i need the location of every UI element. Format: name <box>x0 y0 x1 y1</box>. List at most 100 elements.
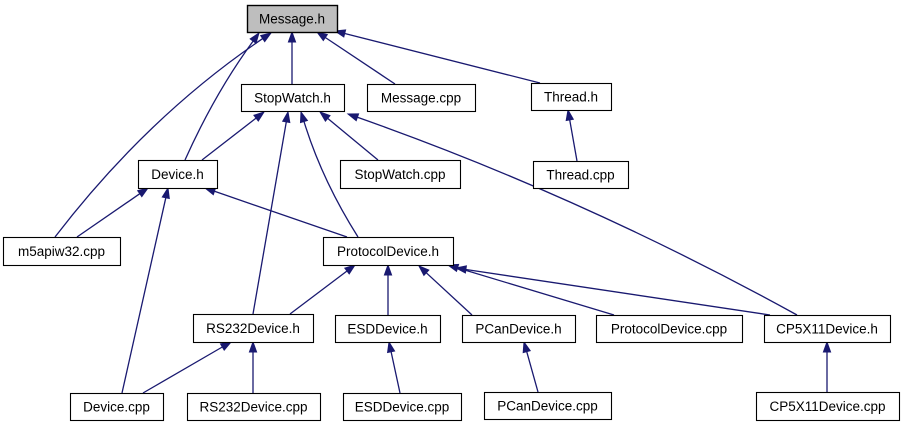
edge-message-cpp-to-message-h <box>324 36 396 85</box>
node-box-rs232device-cpp[interactable] <box>186 392 322 422</box>
edges-layer <box>54 29 832 394</box>
edge-rs232device-h-to-stopwatch-h <box>252 121 287 315</box>
arrowhead-pcandevice-cpp-to-pcandevice-h <box>522 340 532 354</box>
node-box-stopwatch-h[interactable] <box>240 83 346 113</box>
arrowhead-device-h-to-message-h <box>249 31 260 45</box>
edge-protocoldevice-h-to-stopwatch-h <box>303 121 359 238</box>
arrowhead-m5apiw32-cpp-to-message-h <box>259 32 273 43</box>
node-device-h[interactable]: Device.h <box>137 159 219 190</box>
node-pcandevice-h[interactable]: PCanDevice.h <box>461 314 577 344</box>
arrowhead-protocoldevice-h-to-stopwatch-h <box>299 110 309 124</box>
node-label-message-cpp: Message.cpp <box>381 90 461 105</box>
arrowhead-device-h-to-stopwatch-h <box>253 111 266 122</box>
arrowhead-rs232device-h-to-protocoldevice-h <box>343 264 357 275</box>
node-label-message-h: Message.h <box>259 11 325 26</box>
edge-esddevice-cpp-to-esddevice-h <box>390 351 401 394</box>
node-label-esddevice-cpp: ESDDevice.cpp <box>355 399 450 414</box>
arrowhead-esddevice-cpp-to-esddevice-h <box>387 340 396 354</box>
node-box-rs232device-h[interactable] <box>192 313 315 344</box>
node-label-rs232device-cpp: RS232Device.cpp <box>199 399 307 414</box>
node-label-m5apiw32-cpp: m5apiw32.cpp <box>18 244 105 259</box>
node-stopwatch-h[interactable]: StopWatch.h <box>240 83 346 113</box>
edge-protocoldevice-h-to-device-h <box>214 190 348 238</box>
node-box-device-h[interactable] <box>137 159 219 190</box>
node-label-thread-h: Thread.h <box>544 89 598 104</box>
node-label-cp5x11device-h: CP5X11Device.h <box>776 321 878 336</box>
arrowhead-cp5x11device-h-to-protocoldevice-h <box>454 265 467 274</box>
node-label-device-h: Device.h <box>151 167 204 182</box>
node-box-message-cpp[interactable] <box>366 83 477 113</box>
arrowhead-device-cpp-to-rs232device-h <box>219 341 233 351</box>
node-rs232device-cpp[interactable]: RS232Device.cpp <box>186 392 322 422</box>
node-m5apiw32-cpp[interactable]: m5apiw32.cpp <box>2 236 122 267</box>
node-label-device-cpp: Device.cpp <box>83 399 150 414</box>
node-label-protocoldevice-h: ProtocolDevice.h <box>337 244 439 259</box>
node-label-pcandevice-cpp: PCanDevice.cpp <box>497 398 598 413</box>
edge-stopwatch-cpp-to-stopwatch-h <box>327 117 379 161</box>
edge-device-h-to-stopwatch-h <box>201 117 257 161</box>
arrowhead-pcandevice-h-to-protocoldevice-h <box>417 265 430 277</box>
node-box-pcandevice-cpp[interactable] <box>483 391 613 421</box>
node-box-message-h[interactable] <box>246 4 339 34</box>
node-box-esddevice-cpp[interactable] <box>342 392 463 422</box>
node-message-h[interactable]: Message.h <box>246 4 339 34</box>
edge-device-cpp-to-device-h <box>121 197 167 394</box>
node-box-thread-h[interactable] <box>530 82 613 112</box>
node-box-thread-cpp[interactable] <box>532 160 630 190</box>
arrowhead-rs232device-h-to-stopwatch-h <box>281 110 291 124</box>
node-label-rs232device-h: RS232Device.h <box>206 321 300 336</box>
node-box-protocoldevice-cpp[interactable] <box>595 314 744 344</box>
arrowhead-stopwatch-h-to-message-h <box>287 30 297 43</box>
edge-thread-h-to-message-h <box>344 32 541 84</box>
edge-thread-cpp-to-thread-h <box>569 119 578 162</box>
node-message-cpp[interactable]: Message.cpp <box>366 83 477 113</box>
arrowhead-cp5x11device-cpp-to-cp5x11device-h <box>822 340 832 353</box>
node-label-esddevice-h: ESDDevice.h <box>347 321 427 336</box>
node-protocoldevice-cpp[interactable]: ProtocolDevice.cpp <box>595 314 744 344</box>
edge-pcandevice-cpp-to-pcandevice-h <box>526 351 539 393</box>
node-thread-h[interactable]: Thread.h <box>530 82 613 112</box>
edge-m5apiw32-cpp-to-message-h <box>54 38 264 238</box>
arrowhead-thread-cpp-to-thread-h <box>565 108 575 122</box>
node-protocoldevice-h[interactable]: ProtocolDevice.h <box>322 236 455 267</box>
arrowhead-esddevice-h-to-protocoldevice-h <box>383 263 393 276</box>
edge-device-h-to-message-h <box>184 40 254 161</box>
arrowhead-device-cpp-to-device-h <box>161 186 170 200</box>
node-pcandevice-cpp[interactable]: PCanDevice.cpp <box>483 391 613 421</box>
node-label-protocoldevice-cpp: ProtocolDevice.cpp <box>611 321 727 336</box>
arrowhead-stopwatch-cpp-to-stopwatch-h <box>318 111 331 122</box>
edge-protocoldevice-cpp-to-protocoldevice-h <box>457 267 615 316</box>
node-box-stopwatch-cpp[interactable] <box>339 159 462 190</box>
node-box-cp5x11device-h[interactable] <box>763 314 892 344</box>
node-box-pcandevice-h[interactable] <box>461 314 577 344</box>
node-device-cpp[interactable]: Device.cpp <box>69 392 165 422</box>
node-thread-cpp[interactable]: Thread.cpp <box>532 160 630 190</box>
edge-device-cpp-to-rs232device-h <box>142 346 223 394</box>
edge-cp5x11device-h-to-protocoldevice-h <box>465 268 771 316</box>
node-label-thread-cpp: Thread.cpp <box>546 167 614 182</box>
node-box-cp5x11device-cpp[interactable] <box>755 391 901 422</box>
node-label-stopwatch-h: StopWatch.h <box>254 90 331 105</box>
edge-rs232device-h-to-protocoldevice-h <box>289 270 348 315</box>
node-box-esddevice-h[interactable] <box>334 314 442 344</box>
edge-m5apiw32-cpp-to-device-h <box>76 193 141 238</box>
node-cp5x11device-cpp[interactable]: CP5X11Device.cpp <box>755 391 901 422</box>
node-esddevice-cpp[interactable]: ESDDevice.cpp <box>342 392 463 422</box>
node-label-pcandevice-h: PCanDevice.h <box>475 321 561 336</box>
node-box-protocoldevice-h[interactable] <box>322 236 455 267</box>
node-label-stopwatch-cpp: StopWatch.cpp <box>354 167 445 182</box>
node-box-m5apiw32-cpp[interactable] <box>2 236 122 267</box>
arrowhead-cp5x11device-h-to-stopwatch-h <box>346 113 360 122</box>
arrowhead-message-cpp-to-message-h <box>315 31 329 42</box>
node-cp5x11device-h[interactable]: CP5X11Device.h <box>763 314 892 344</box>
edge-cp5x11device-h-to-stopwatch-h <box>357 116 798 316</box>
node-box-device-cpp[interactable] <box>69 392 165 422</box>
node-label-cp5x11device-cpp: CP5X11Device.cpp <box>769 399 885 414</box>
node-stopwatch-cpp[interactable]: StopWatch.cpp <box>339 159 462 190</box>
node-rs232device-h[interactable]: RS232Device.h <box>192 313 315 344</box>
arrowhead-rs232device-cpp-to-rs232device-h <box>248 340 258 353</box>
node-esddevice-h[interactable]: ESDDevice.h <box>334 314 442 344</box>
